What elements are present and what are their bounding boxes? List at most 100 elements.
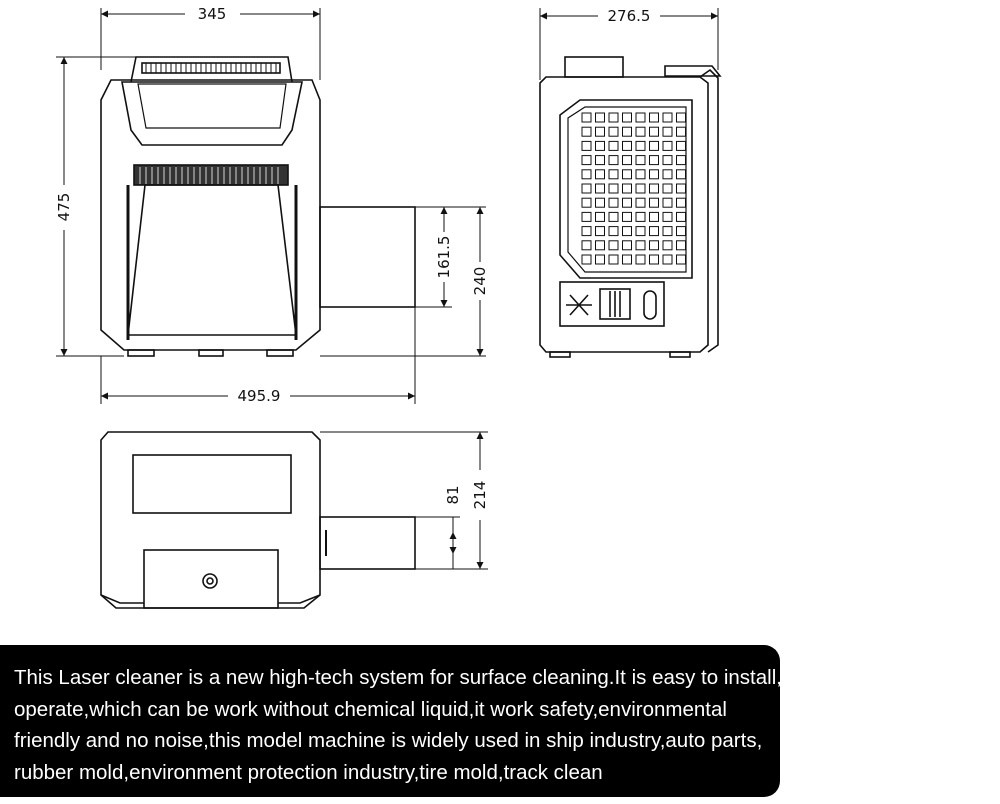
vent-cell: [581, 211, 592, 222]
dim-label-214: 214: [471, 481, 489, 510]
dim-label-495-9: 495.9: [238, 387, 281, 405]
vent-cell: [635, 254, 646, 265]
side-connector: [643, 290, 657, 320]
vent-cell: [595, 140, 605, 151]
vent-cell: [676, 169, 686, 180]
side-foot: [669, 351, 691, 358]
vent-cell: [662, 240, 673, 251]
vent-cell: [608, 126, 619, 137]
vent-cell: [676, 226, 686, 237]
side-body: [539, 76, 709, 353]
vent-cell: [622, 112, 632, 123]
vent-cell: [581, 140, 592, 151]
front-foot: [198, 349, 224, 357]
vent-cell: [595, 126, 605, 137]
description-line: operate,which can be work without chemic…: [14, 697, 727, 721]
vent-cell: [676, 126, 686, 137]
vent-cell: [608, 155, 619, 166]
vent-cell: [676, 211, 686, 222]
vent-cell: [635, 155, 646, 166]
vent-cell: [595, 112, 605, 123]
front-handle: [130, 56, 293, 83]
vent-cell: [676, 155, 686, 166]
vent-cell: [608, 169, 619, 180]
vent-cell: [608, 197, 619, 208]
front-foot: [266, 349, 294, 357]
vent-cell: [581, 155, 592, 166]
top-outlet-box: [319, 516, 416, 570]
vent-cell: [622, 226, 632, 237]
vent-cell: [649, 126, 659, 137]
top-body: [100, 431, 321, 609]
vent-cell: [581, 126, 592, 137]
vent-cell: [635, 183, 646, 194]
side-handle-profile: [699, 68, 719, 353]
vent-cell: [649, 140, 659, 151]
top-window: [132, 454, 292, 514]
vent-cell: [676, 197, 686, 208]
vent-cell: [649, 240, 659, 251]
dim-label-475: 475: [55, 193, 73, 222]
front-body: [100, 79, 321, 351]
description-line: This Laser cleaner is a new high-tech sy…: [14, 666, 782, 689]
dimension-lines: [56, 8, 719, 570]
vent-cell: [595, 254, 605, 265]
vent-cell: [649, 112, 659, 123]
vent-cell: [649, 155, 659, 166]
side-top-handle: [664, 65, 722, 77]
dim-label-276-5: 276.5: [608, 7, 651, 25]
vent-cell: [581, 254, 592, 265]
side-vent-grid: [581, 112, 686, 265]
vent-cell: [635, 126, 646, 137]
vent-cell: [635, 169, 646, 180]
vent-cell: [635, 112, 646, 123]
vent-cell: [608, 112, 619, 123]
vent-cell: [649, 254, 659, 265]
vent-cell: [662, 183, 673, 194]
front-vent-grille: [133, 164, 289, 186]
side-power-symbol: [566, 294, 592, 316]
dim-label-345: 345: [198, 5, 227, 23]
front-upper-panel: [121, 81, 303, 146]
vent-cell: [662, 226, 673, 237]
description-line: friendly and no noise,this model machine…: [14, 729, 763, 752]
top-knob: [202, 573, 218, 589]
vent-cell: [581, 169, 592, 180]
vent-cell: [595, 169, 605, 180]
vent-cell: [649, 211, 659, 222]
vent-cell: [622, 240, 632, 251]
side-control-panel: [559, 281, 665, 327]
vent-cell: [622, 155, 632, 166]
vent-cell: [662, 197, 673, 208]
vent-cell: [676, 112, 686, 123]
vent-cell: [676, 183, 686, 194]
vent-cell: [635, 211, 646, 222]
vent-cell: [622, 211, 632, 222]
vent-cell: [622, 197, 632, 208]
vent-cell: [649, 226, 659, 237]
vent-cell: [662, 211, 673, 222]
vent-cell: [649, 197, 659, 208]
vent-cell: [581, 183, 592, 194]
vent-cell: [662, 155, 673, 166]
side-top-block: [564, 56, 624, 78]
vent-cell: [662, 169, 673, 180]
vent-cell: [662, 140, 673, 151]
top-view: [100, 431, 416, 609]
vent-cell: [649, 169, 659, 180]
vent-cell: [622, 254, 632, 265]
top-lower-box: [143, 549, 279, 609]
front-lower-panel: [127, 184, 297, 336]
description-line: rubber mold,environment protection indus…: [14, 760, 603, 784]
dim-label-81: 81: [444, 485, 462, 504]
vent-cell: [622, 183, 632, 194]
front-foot: [127, 349, 155, 357]
vent-cell: [608, 211, 619, 222]
vent-cell: [635, 140, 646, 151]
vent-cell: [581, 112, 592, 123]
front-outlet-box: [319, 206, 416, 308]
side-view: [539, 56, 722, 358]
front-view: [100, 56, 416, 357]
description-box: This Laser cleaner is a new high-tech sy…: [0, 645, 782, 797]
